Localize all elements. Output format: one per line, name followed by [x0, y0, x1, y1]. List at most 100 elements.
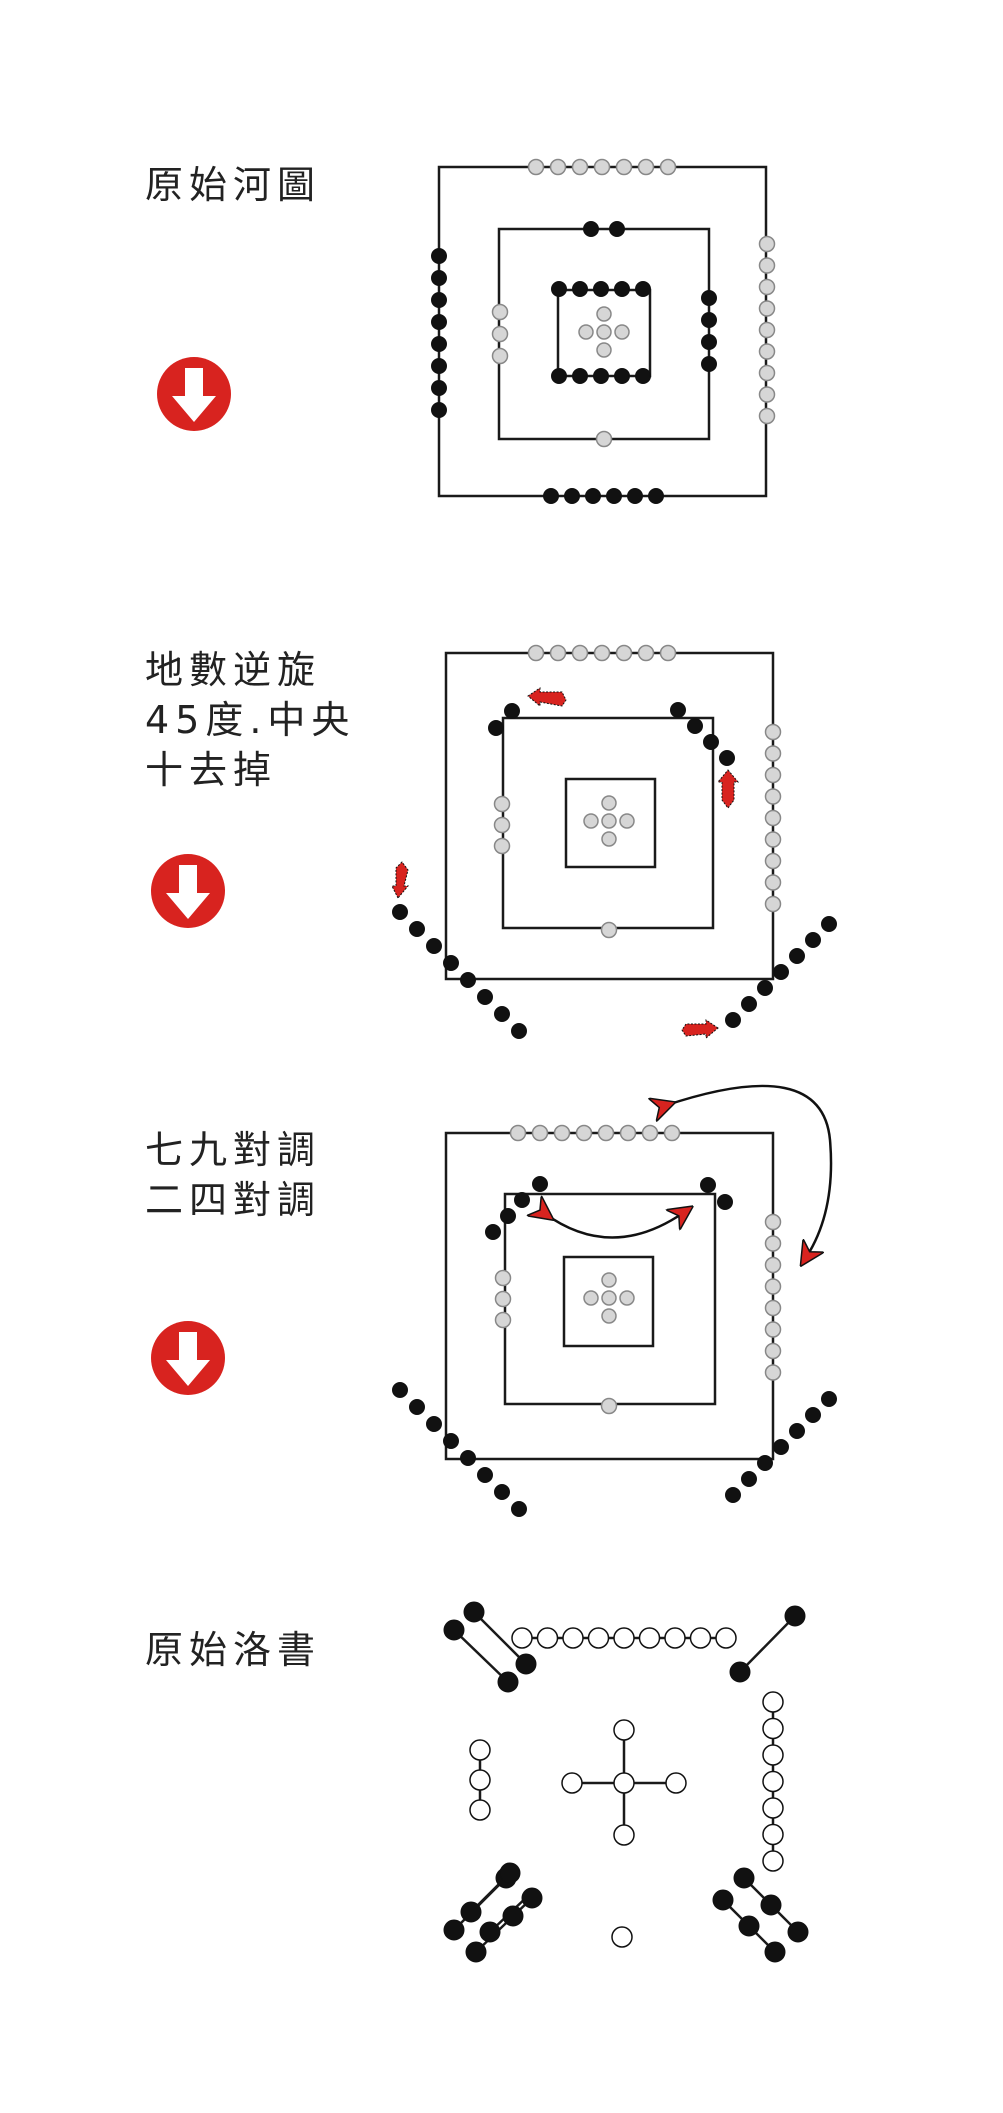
white-dot — [613, 1719, 635, 1741]
hetu-dots — [431, 158, 776, 504]
grey-dot — [764, 852, 782, 870]
connector-line — [473, 1611, 527, 1665]
black-dot — [515, 1653, 537, 1675]
swap-arrow-icon — [544, 1084, 833, 1256]
grey-dot — [595, 430, 613, 448]
black-dot — [572, 281, 588, 297]
black-dot — [494, 1484, 510, 1500]
black-dot — [701, 334, 717, 350]
black-dot — [431, 270, 447, 286]
grey-dot — [758, 300, 776, 317]
grey-dot — [758, 278, 776, 296]
label-original-hetu: 原始河圖 — [145, 163, 322, 207]
black-dot — [426, 1416, 442, 1432]
black-dot — [431, 380, 447, 396]
label-rotate-step: 地數逆旋 45度.中央 十去掉 — [145, 648, 356, 792]
label-swap-step: 七九對調 二四對調 — [145, 1128, 322, 1222]
black-dot — [431, 292, 447, 308]
grey-dot — [659, 158, 677, 176]
black-dot — [431, 336, 447, 352]
black-dot — [784, 1605, 806, 1627]
black-dot — [431, 248, 447, 264]
grey-dot — [583, 813, 599, 829]
black-dot — [551, 368, 567, 384]
grey-dot — [601, 1290, 617, 1306]
grey-dot — [596, 306, 612, 322]
grey-dot — [764, 1321, 782, 1338]
black-dot — [499, 1862, 521, 1884]
grey-dot — [764, 895, 782, 913]
grey-dot — [764, 1342, 782, 1360]
black-dot — [712, 1889, 734, 1911]
luoshu-dots — [443, 1601, 809, 1963]
black-dot — [614, 281, 630, 297]
white-dot — [664, 1627, 686, 1649]
black-dot — [431, 358, 447, 374]
grey-dot — [593, 644, 611, 662]
grey-dot — [758, 364, 776, 382]
black-dot — [773, 1439, 789, 1455]
black-dot — [805, 1407, 821, 1423]
white-dot — [762, 1717, 784, 1740]
grey-dot — [575, 1124, 593, 1142]
grey-dot — [615, 158, 633, 176]
white-dot — [511, 1627, 533, 1649]
black-dot — [593, 368, 609, 384]
black-dot — [757, 980, 773, 996]
black-dot — [805, 932, 821, 948]
black-dot — [497, 1671, 519, 1693]
black-dot — [551, 281, 567, 297]
grey-dot — [491, 347, 509, 365]
down-arrow-icon — [151, 854, 225, 928]
black-dot — [821, 916, 837, 932]
black-dot — [431, 402, 447, 418]
white-dot — [665, 1772, 687, 1794]
white-dot — [613, 1772, 635, 1794]
black-dot — [593, 281, 609, 297]
black-dot — [514, 1192, 530, 1208]
black-dot — [460, 1450, 476, 1466]
down-arrow-icon — [157, 357, 231, 431]
grey-dot — [597, 1124, 615, 1142]
black-dot — [477, 989, 493, 1005]
black-dot — [479, 1921, 501, 1943]
grey-dot — [593, 158, 611, 176]
white-dot — [469, 1769, 491, 1791]
black-dot — [725, 1012, 741, 1028]
black-dot — [543, 488, 559, 504]
black-dot — [443, 1619, 465, 1641]
grey-dot — [615, 644, 633, 662]
down-arrow-icon — [151, 1321, 225, 1395]
white-dot — [562, 1627, 584, 1649]
white-dot — [762, 1850, 784, 1872]
black-dot — [485, 1224, 501, 1240]
grey-dot — [493, 795, 511, 813]
grey-dot — [637, 158, 655, 176]
grey-dot — [614, 324, 630, 340]
black-dot — [729, 1661, 751, 1683]
white-dot — [762, 1797, 784, 1819]
grey-dot — [571, 644, 589, 662]
black-dot — [585, 488, 601, 504]
black-dot — [733, 1867, 755, 1889]
grey-dot — [601, 795, 617, 811]
grey-dot — [758, 257, 776, 274]
black-dot — [789, 1423, 805, 1439]
black-dot — [477, 1467, 493, 1483]
black-dot — [443, 1919, 465, 1941]
black-dot — [609, 221, 625, 237]
white-dot — [638, 1627, 661, 1649]
grey-dot — [596, 342, 612, 358]
black-dot — [572, 368, 588, 384]
white-dot — [762, 1691, 784, 1713]
grey-dot — [571, 158, 589, 176]
connector-line — [475, 1897, 533, 1953]
black-dot — [460, 1901, 482, 1923]
black-dot — [635, 281, 651, 297]
grey-dot — [764, 766, 782, 784]
black-dot — [409, 1399, 425, 1415]
grey-dot — [758, 343, 776, 360]
grey-dot — [494, 1311, 512, 1329]
grey-dot — [764, 1299, 782, 1317]
